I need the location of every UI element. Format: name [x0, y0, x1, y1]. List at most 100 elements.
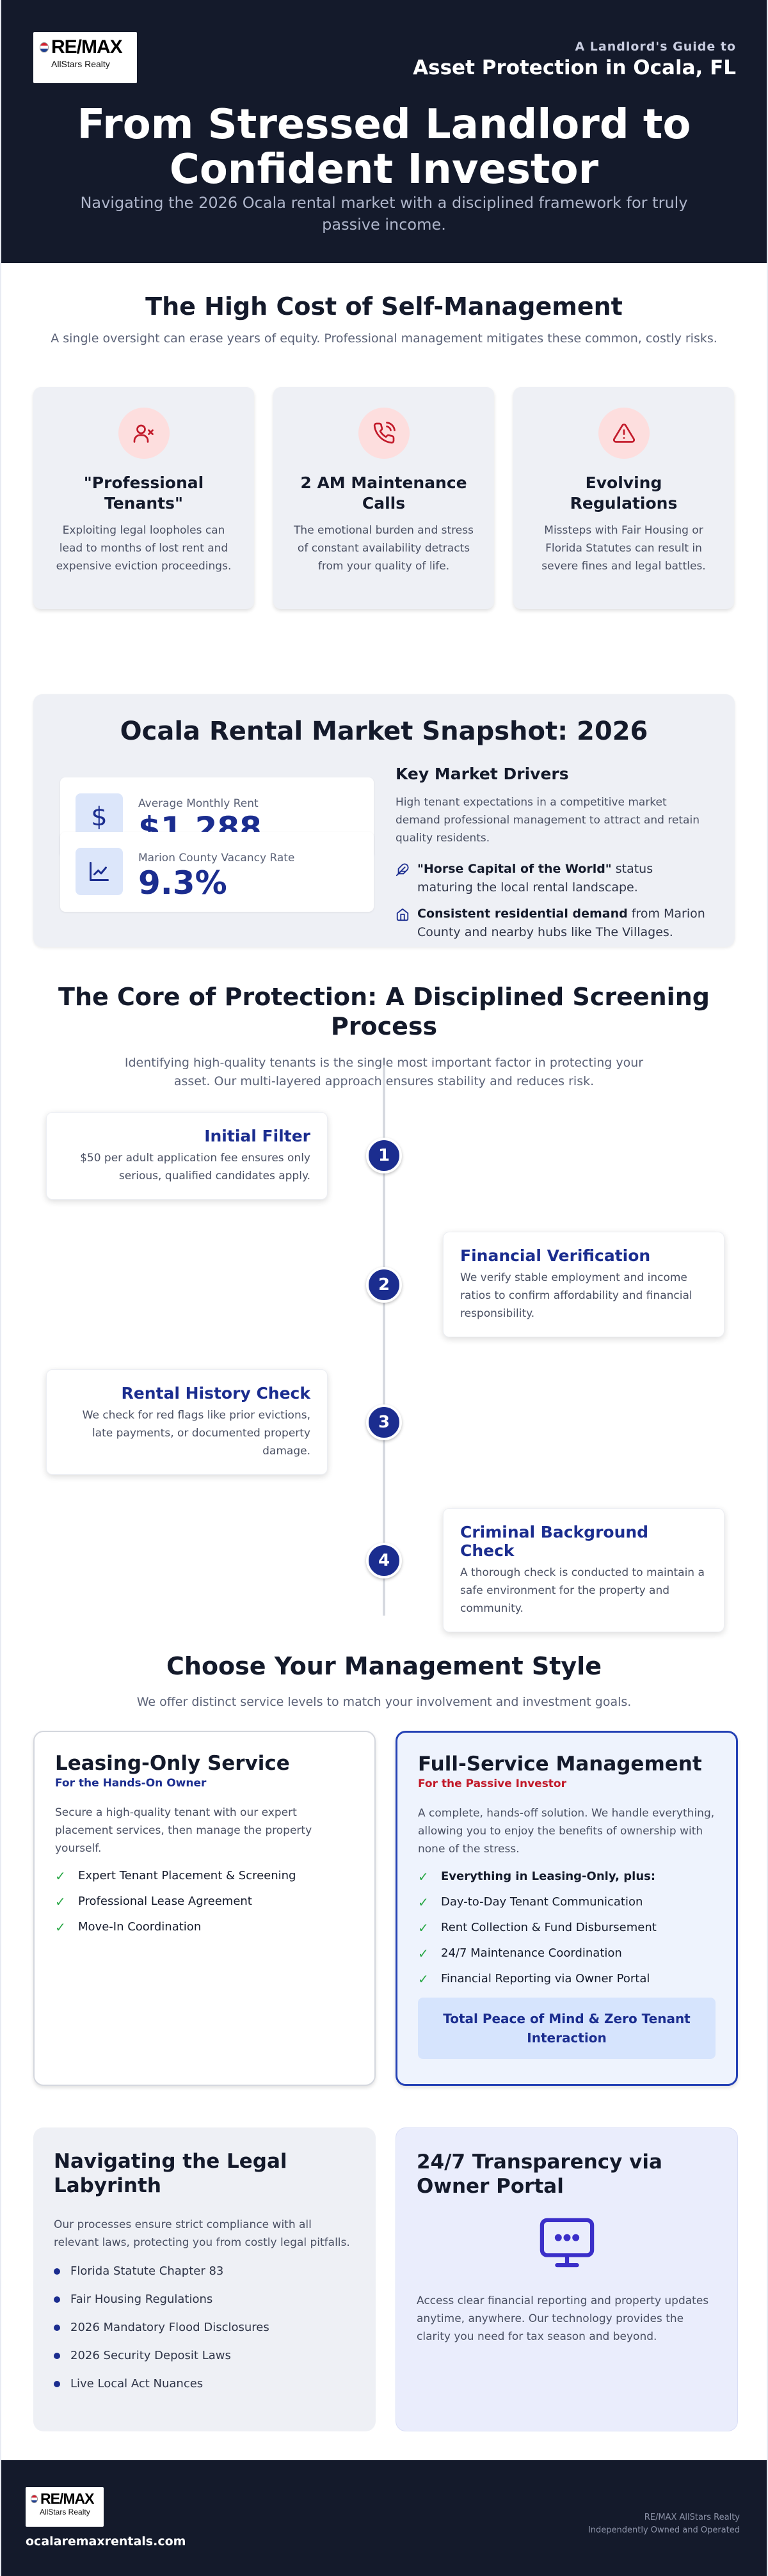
feather-icon: [396, 863, 410, 897]
feature-text: Day-to-Day Tenant Communication: [441, 1895, 643, 1909]
cost-card-title: "Professional Tenants": [83, 473, 204, 513]
step-title: Rental History Check: [121, 1384, 310, 1403]
home-icon: [396, 907, 410, 942]
plan-tagline: For the Passive Investor: [418, 1777, 566, 1790]
stat-vacancy-rate: Marion County Vacancy Rate 9.3%: [60, 832, 374, 912]
legal-description: Our processes ensure strict compliance w…: [54, 2218, 350, 2249]
market-snapshot: Ocala Rental Market Snapshot: 2026 $ Ave…: [33, 694, 735, 947]
plan-description: A complete, hands-off solution. We handl…: [418, 1807, 715, 1856]
feature-text: Rent Collection & Fund Disbursement: [441, 1921, 657, 1934]
step-number-badge: 1: [366, 1138, 402, 1173]
footer-company: RE/MAX AllStars Realty: [644, 2513, 740, 2522]
feature-text: Everything in Leasing-Only, plus:: [441, 1870, 656, 1883]
step-number-badge: 3: [366, 1404, 402, 1440]
hero-subtitle: Asset Protection in Ocala, FL: [413, 56, 736, 79]
cost-card-regulations: Evolving Regulations Missteps with Fair …: [513, 387, 734, 609]
plan-title: Full-Service Management: [418, 1753, 702, 1776]
peace-of-mind-callout: Total Peace of Mind & Zero Tenant Intera…: [418, 1998, 716, 2059]
driver-text: status maturing the local rental landsca…: [417, 862, 653, 894]
step-text: We verify stable employment and income r…: [460, 1271, 692, 1320]
plan-feature: ✓ Professional Lease Agreement: [55, 1895, 354, 1909]
logo-brand: RE/MAX: [51, 36, 123, 58]
cost-card-title: 2 AM Maintenance Calls: [300, 473, 467, 513]
hero-kicker: A Landlord's Guide to: [575, 40, 736, 54]
legal-card: Navigating the Legal Labyrinth Our proce…: [33, 2127, 376, 2431]
feature-text: Expert Tenant Placement & Screening: [78, 1869, 296, 1882]
cost-card-tenants: "Professional Tenants" Exploiting legal …: [33, 387, 254, 609]
feature-text: Professional Lease Agreement: [78, 1895, 252, 1908]
plan-features: ✓ Everything in Leasing-Only, plus: ✓ Day-…: [418, 1870, 716, 1986]
portal-description: Access clear financial reporting and pro…: [417, 2294, 709, 2343]
legal-item: Fair Housing Regulations: [54, 2293, 355, 2306]
cost-card-text: Exploiting legal loopholes can lead to m…: [56, 524, 232, 573]
plan-feature: ✓ Expert Tenant Placement & Screening: [55, 1869, 354, 1883]
cost-cards: "Professional Tenants" Exploiting legal …: [33, 387, 735, 609]
stat-value: 9.3%: [138, 864, 227, 902]
step-title: Financial Verification: [460, 1246, 651, 1265]
logo-subtitle: AllStars Realty: [40, 2508, 90, 2516]
alert-triangle-icon: [598, 408, 650, 459]
cost-card-title: Evolving Regulations: [570, 473, 678, 513]
check-icon: ✓: [418, 1946, 429, 1961]
check-icon: ✓: [418, 1895, 429, 1910]
feature-text: Move-In Coordination: [78, 1920, 202, 1934]
step-card-criminal-background: Criminal Background Check A thorough che…: [443, 1508, 724, 1632]
stat-label: Average Monthly Rent: [138, 797, 259, 810]
legal-title: Navigating the Legal Labyrinth: [54, 2150, 287, 2197]
feature-text: 24/7 Maintenance Coordination: [441, 1946, 622, 1960]
logo-subtitle: AllStars Realty: [51, 59, 110, 69]
portal-title: 24/7 Transparency via Owner Portal: [417, 2151, 662, 2198]
step-title: Initial Filter: [204, 1127, 310, 1145]
check-icon: ✓: [55, 1868, 66, 1884]
user-x-icon: [118, 408, 170, 459]
plan-feature: ✓ Day-to-Day Tenant Communication: [418, 1895, 716, 1909]
feature-text: Financial Reporting via Owner Portal: [441, 1972, 650, 1985]
driver-bold: Consistent residential demand: [417, 907, 628, 921]
footer-ownership: Independently Owned and Operated: [588, 2525, 740, 2535]
driver-text: from Marion County and nearby hubs like …: [417, 907, 705, 939]
monitor-icon: [417, 2215, 717, 2273]
legal-list: Florida Statute Chapter 83 Fair Housing …: [54, 2264, 355, 2390]
step-card-financial-verification: Financial Verification We verify stable …: [443, 1232, 724, 1337]
phone-call-icon: [358, 408, 410, 459]
management-lead: We offer distinct service levels to matc…: [136, 1695, 632, 1709]
plan-tagline: For the Hands-On Owner: [55, 1777, 207, 1790]
step-text: $50 per adult application fee ensures on…: [80, 1152, 310, 1182]
balloon-icon: [31, 2494, 38, 2503]
plan-title: Leasing-Only Service: [55, 1752, 290, 1775]
management-title: Choose Your Management Style: [166, 1652, 602, 1680]
cost-card-text: Missteps with Fair Housing or Florida St…: [541, 524, 706, 573]
page-title: From Stressed Landlord to Confident Inve…: [1, 102, 767, 192]
website-link[interactable]: ocalaremaxrentals.com: [26, 2534, 186, 2548]
hero-header: RE/MAX AllStars Realty A Landlord's Guid…: [1, 0, 767, 263]
step-title: Criminal Background Check: [460, 1523, 649, 1560]
footer: RE/MAX AllStars Realty ocalaremaxrentals…: [1, 2460, 767, 2576]
plan-leasing-only: Leasing-Only Service For the Hands-On Ow…: [33, 1731, 376, 2086]
plan-feature: ✓ Financial Reporting via Owner Portal: [418, 1972, 716, 1986]
driver-horse-capital: "Horse Capital of the World" status matu…: [396, 860, 709, 897]
plan-feature: ✓ Rent Collection & Fund Disbursement: [418, 1921, 716, 1935]
check-icon: ✓: [55, 1920, 66, 1935]
legal-item: Florida Statute Chapter 83: [54, 2264, 355, 2278]
timeline-line: [383, 1065, 385, 1616]
legal-item: Live Local Act Nuances: [54, 2377, 355, 2390]
step-text: A thorough check is conducted to maintai…: [460, 1566, 705, 1615]
screening-title-line-1: The Core of Protection: A Disciplined Sc…: [58, 983, 710, 1011]
key-market-drivers: Key Market Drivers High tenant expectati…: [396, 765, 709, 950]
check-icon: ✓: [55, 1894, 66, 1909]
title-line-2: Confident Investor: [169, 146, 599, 193]
screening-title: The Core of Protection: A Disciplined Sc…: [1, 982, 767, 1041]
plan-full-service: Full-Service Management For the Passive …: [396, 1731, 738, 2086]
driver-residential-demand: Consistent residential demand from Mario…: [396, 905, 709, 942]
plan-feature: ✓ Move-In Coordination: [55, 1920, 354, 1934]
footer-logo: RE/MAX AllStars Realty: [26, 2487, 104, 2527]
screening-section: The Core of Protection: A Disciplined Sc…: [1, 982, 767, 1091]
cost-lead: A single oversight can erase years of eq…: [51, 331, 717, 346]
check-icon: ✓: [418, 1971, 429, 1987]
check-icon: ✓: [418, 1920, 429, 1936]
balloon-icon: [40, 42, 49, 52]
stat-label: Marion County Vacancy Rate: [138, 852, 295, 864]
remax-logo: RE/MAX AllStars Realty: [33, 32, 137, 83]
